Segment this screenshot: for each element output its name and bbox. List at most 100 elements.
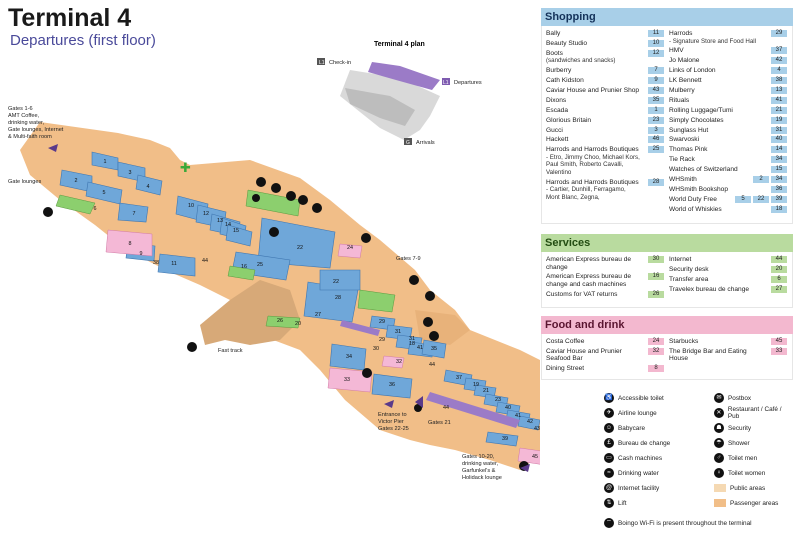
store-11[interactable] <box>157 253 196 277</box>
shopping-item-number: 9 <box>648 77 664 85</box>
svg-text:33: 33 <box>344 377 350 383</box>
store-39[interactable] <box>485 431 519 447</box>
svg-text:44: 44 <box>429 362 435 368</box>
svg-text:10: 10 <box>188 203 194 209</box>
shopping-item-number: 4 <box>771 67 787 75</box>
shopping-item-number: 13 <box>771 86 787 94</box>
label-fast-track: Fast track <box>218 348 243 354</box>
shopping-item: Harrods and Harrods Boutiques- Etro, Jim… <box>546 146 664 176</box>
services-item-name: Transfer area <box>669 275 709 283</box>
shopping-item-number: 25 <box>648 146 664 154</box>
food-item-number: 33 <box>771 347 787 355</box>
shopping-item-name: Caviar House and Prunier Shop <box>546 86 640 94</box>
legend-item: ✉Postbox <box>714 393 751 403</box>
shopping-item: LK Bennett 38 <box>669 77 787 85</box>
shopping-item-name: Beauty Studio <box>546 39 588 47</box>
facility-icons <box>43 177 529 471</box>
store-4[interactable] <box>135 174 163 196</box>
store-35[interactable] <box>421 339 447 359</box>
svg-text:37: 37 <box>456 375 462 381</box>
shopping-item-name: LK Bennett <box>669 77 702 85</box>
shopping-item-number: 7 <box>648 67 664 75</box>
shopping-item-number: 28 <box>648 178 664 186</box>
shopping-item-detail: - Signature Store and Food Hall <box>669 37 757 45</box>
svg-text:11: 11 <box>171 261 177 267</box>
baby-icon: ☺ <box>604 423 614 433</box>
svg-text:21: 21 <box>483 388 489 394</box>
shopping-item-name: Escada <box>546 106 568 114</box>
legend-item: £Bureau de change <box>604 438 670 448</box>
legend-label: Lift <box>618 499 627 507</box>
legend-item: ☺Babycare <box>604 423 645 433</box>
services-item: American Express bureau de change and ca… <box>546 273 664 288</box>
walkway-2 <box>340 320 380 336</box>
internet-icon: @ <box>604 483 614 493</box>
legend-item: ♀Toilet women <box>714 468 765 478</box>
legend-label: Accessible toilet <box>618 394 664 402</box>
shopping-item-name: Mulberry <box>669 86 695 94</box>
wifi-note: ⌔ Boingo Wi-Fi is present throughout the… <box>604 518 752 528</box>
store-42[interactable] <box>517 415 540 431</box>
shopping-item-number: 38 <box>771 77 787 85</box>
legend-label: Restaurant / Café / Pub <box>727 406 782 420</box>
store-15[interactable] <box>225 224 253 247</box>
food-header: Food and drink <box>541 316 793 334</box>
shopping-item-name: Tie Rack <box>669 156 695 164</box>
store-7[interactable] <box>117 202 149 223</box>
legend-label: Shower <box>728 439 750 447</box>
store-22b[interactable] <box>319 269 361 291</box>
svg-text:29: 29 <box>379 337 385 343</box>
passenger-floor <box>20 122 540 470</box>
area-20-26 <box>265 315 301 329</box>
shopping-item-name: Dixons <box>546 96 567 104</box>
food-item-name: The Bridge Bar and Eating House <box>669 347 747 363</box>
legend-item: ⇅Lift <box>604 498 627 508</box>
shopping-item-name: Burberry <box>546 67 572 75</box>
svg-text:5: 5 <box>103 190 106 196</box>
legend-item: @Internet facility <box>604 483 659 493</box>
shopping-item-name: Rituals <box>669 96 690 104</box>
legend-label: Airline lounge <box>618 409 657 417</box>
shopping-item-number: 14 <box>771 146 787 154</box>
services-header: Services <box>541 234 793 252</box>
restaurant-icon: ✕ <box>714 408 724 418</box>
shopping-item-number: 21 <box>771 106 787 114</box>
services-item-number: 30 <box>648 256 664 263</box>
shopping-item-name: Hackett <box>546 136 569 144</box>
services-item: American Express bureau de change 30 <box>546 256 664 271</box>
shopping-item: Boots(sandwiches and snacks)12 <box>546 49 664 65</box>
svg-text:2: 2 <box>75 178 78 184</box>
food-item-name: Dining Street <box>546 365 585 373</box>
shopping-item: Mulberry 13 <box>669 86 787 95</box>
page-subtitle: Departures (first floor) <box>10 32 156 49</box>
services-item-name: American Express bureau de change <box>546 256 632 271</box>
terminal-plan-inset: Terminal 4 plan L1 Check-in L1 Departure… <box>317 41 482 146</box>
legend-item: ▭Cash machines <box>604 453 662 463</box>
shopping-item-name: Glorious Britain <box>546 116 592 124</box>
svg-text:41: 41 <box>515 413 521 419</box>
legend-item: ≈Drinking water <box>604 468 659 478</box>
svg-text:24: 24 <box>347 245 353 251</box>
svg-text:12: 12 <box>203 211 209 217</box>
shopping-item-name: Harrods and Harrods Boutiques <box>546 146 639 154</box>
svg-text:42: 42 <box>527 419 533 425</box>
store-36[interactable] <box>371 373 413 399</box>
